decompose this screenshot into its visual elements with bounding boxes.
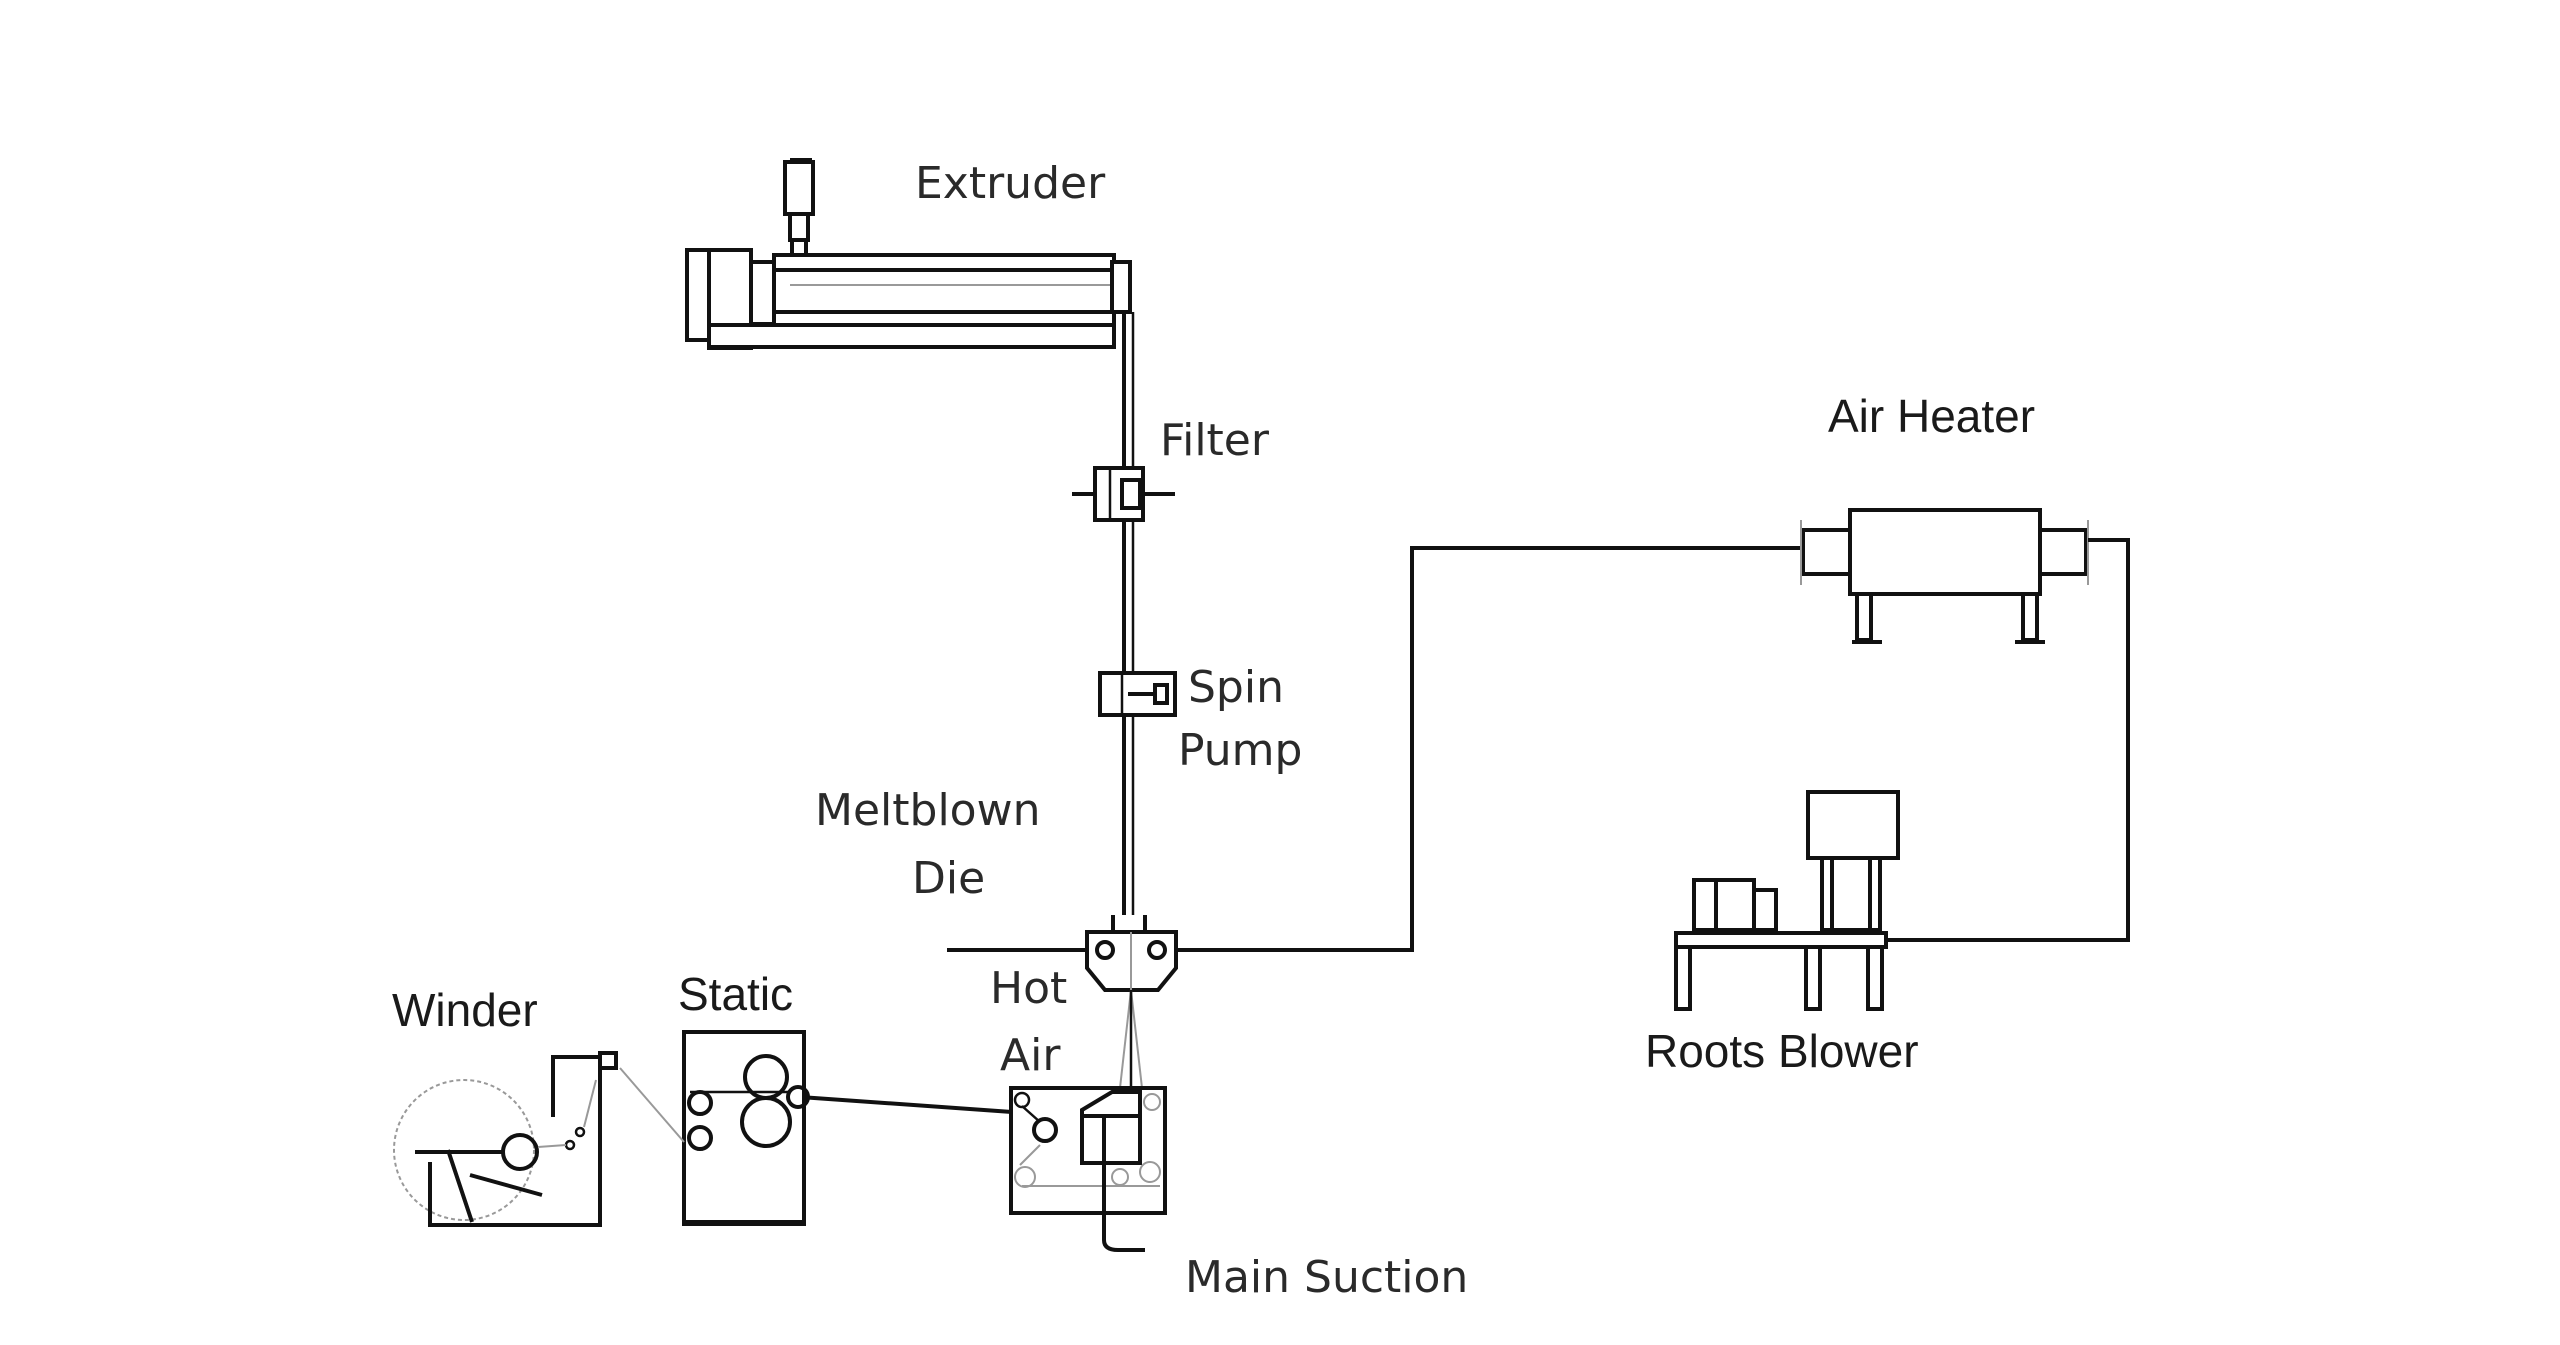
label-air-heater: Air Heater xyxy=(1828,390,2035,442)
collector xyxy=(1009,1086,1167,1215)
label-filter: Filter xyxy=(1160,415,1270,466)
extruder xyxy=(685,158,1132,350)
extruder-hopper xyxy=(783,160,815,216)
hot-air-line xyxy=(947,546,1800,952)
roots-blower xyxy=(1674,790,1900,1011)
fiber-stream xyxy=(1119,989,1143,1089)
label-spin-pump-line1: Spin xyxy=(1188,662,1284,713)
extruder-motor xyxy=(685,248,711,342)
label-roots-blower: Roots Blower xyxy=(1645,1025,1919,1077)
meltblown-die xyxy=(1085,915,1178,992)
spin-pump xyxy=(1098,671,1177,717)
label-static: Static xyxy=(678,968,793,1020)
label-winder: Winder xyxy=(392,984,538,1036)
label-die-line1: Meltblown xyxy=(815,785,1040,836)
label-hot-air-line2: Air xyxy=(1000,1030,1061,1081)
label-extruder: Extruder xyxy=(915,158,1106,209)
label-spin-pump-line2: Pump xyxy=(1178,725,1302,776)
web-line xyxy=(799,1095,1013,1114)
web-line-winder xyxy=(619,1067,685,1143)
extruder-barrel xyxy=(772,253,1116,327)
static-unit xyxy=(682,1030,810,1226)
winder xyxy=(393,1051,618,1227)
air-heater xyxy=(1800,508,2089,644)
blower-air-line xyxy=(1885,538,2130,942)
melt-pipe xyxy=(1122,312,1135,915)
filter xyxy=(1072,466,1175,522)
label-die-line2: Die xyxy=(912,853,985,904)
label-main-suction: Main Suction xyxy=(1185,1252,1468,1303)
main-suction-duct xyxy=(1102,1118,1145,1252)
label-hot-air-line1: Hot xyxy=(990,963,1067,1014)
